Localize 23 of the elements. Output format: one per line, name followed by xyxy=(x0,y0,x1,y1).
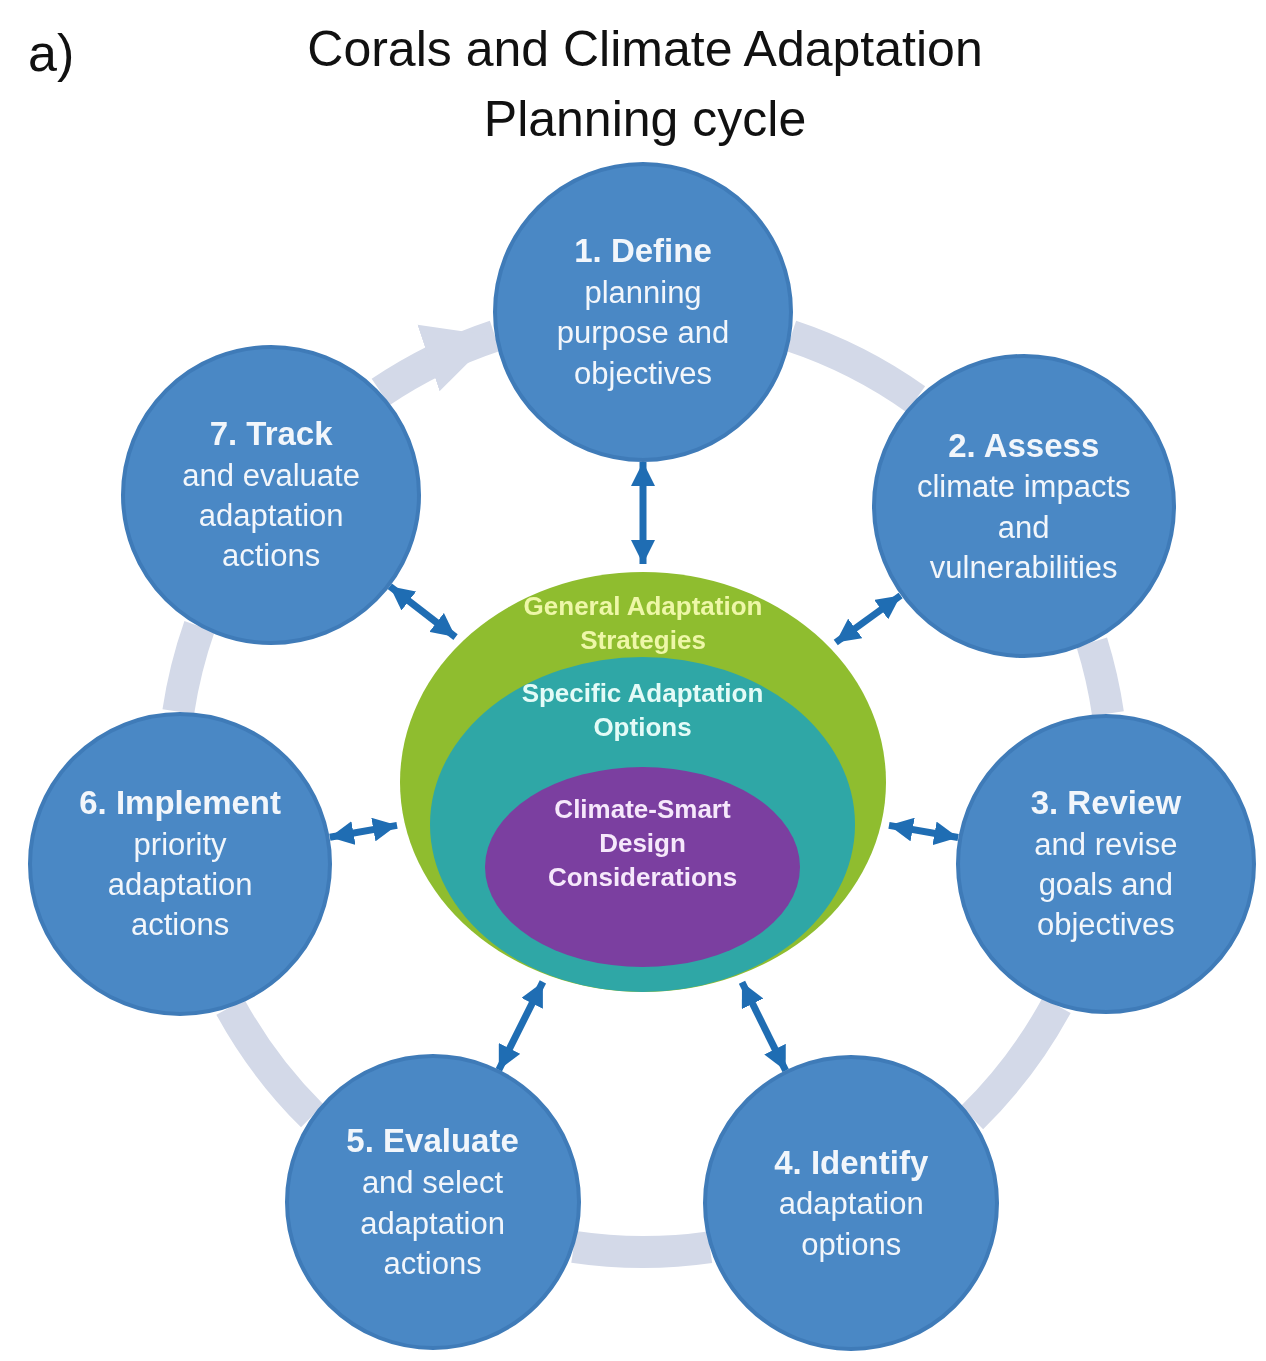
step-heading: 6. Implement xyxy=(79,782,281,823)
step-description: climate impacts and vulnerabilities xyxy=(915,468,1132,587)
step-heading: 1. Define xyxy=(574,231,712,272)
step-description: and select adaptation actions xyxy=(359,1164,506,1283)
step-heading: 4. Identify xyxy=(774,1142,929,1183)
step-description: adaptation options xyxy=(777,1185,925,1264)
step-heading: 7. Track xyxy=(209,413,333,454)
step-description: and revise goals and objectives xyxy=(1033,825,1179,945)
ellipse-label: Climate-Smart Design Considerations xyxy=(546,793,739,894)
step-description: priority adaptation actions xyxy=(106,825,254,945)
step-heading: 3. Review xyxy=(1030,782,1182,823)
step-heading: 2. Assess xyxy=(948,425,1100,466)
step-description: planning purpose and objectives xyxy=(555,274,731,393)
double-arrow xyxy=(387,583,458,640)
step-heading: 5. Evaluate xyxy=(346,1121,519,1162)
double-arrow xyxy=(495,980,547,1072)
ellipse-label: General Adaptation Strategies xyxy=(522,590,764,657)
double-arrow xyxy=(833,592,903,646)
title: Corals and Climate Adaptation Planning cycle xyxy=(306,20,984,149)
step-description: and evaluate adaptation actions xyxy=(181,456,361,576)
ellipse-label: Specific Adaptation Options xyxy=(520,677,765,744)
cycle-arrow xyxy=(372,320,501,406)
panel-letter: a) xyxy=(28,23,75,84)
